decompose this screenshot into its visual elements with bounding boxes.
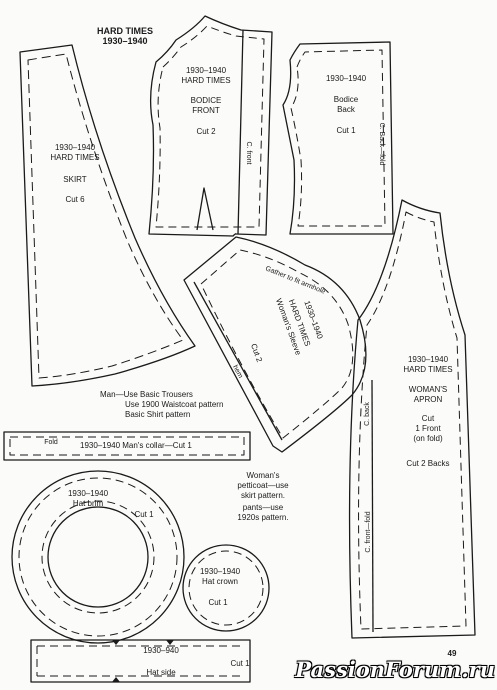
hat-side-seam-line (36, 645, 244, 677)
hat-brim-cut: Cut 1 (134, 510, 154, 519)
collar-seam-line (9, 436, 245, 456)
skirt-seam-line (27, 53, 184, 379)
woman-note-1: Woman's (246, 471, 280, 480)
sleeve-outline (183, 236, 367, 453)
bodice-front-label-2: FRONT (192, 106, 220, 115)
hat-brim-years: 1930–1940 (67, 489, 109, 498)
woman-note-3: skirt pattern. (240, 491, 285, 500)
apron-outline (348, 199, 476, 639)
bodice-front-seam-line (155, 25, 265, 228)
woman-note-5: 1920s pattern. (237, 513, 289, 522)
skirt-piece-outline (19, 44, 196, 387)
hat-brim-inner-seam (41, 500, 155, 614)
bodice-back-cut: Cut 1 (336, 126, 356, 135)
watermark: PassionForum.ru (295, 657, 495, 682)
woman-note-2: petticoat—use (237, 481, 289, 490)
page-title-years: 1930–1940 (102, 36, 148, 46)
apron-front-edge-label: C. front—fold (365, 511, 372, 553)
skirt-cut: Cut 6 (65, 195, 85, 204)
hat-brim-outer-circle (11, 470, 185, 644)
collar-fold-label: Fold (44, 439, 58, 446)
man-note-2: Use 1900 Waistcoat pattern (125, 400, 224, 409)
bodice-front-label: BODICE (190, 96, 222, 105)
sleeve-seam-line (200, 249, 354, 439)
page-title: HARD TIMES (97, 26, 153, 36)
hat-side-notches (112, 640, 174, 682)
hat-brim-name: Hat brim (72, 499, 104, 508)
bodice-front-center-line (237, 29, 244, 235)
collar-label: 1930–1940 Man's collar—Cut 1 (80, 441, 192, 450)
skirt-label: SKIRT (63, 175, 87, 184)
bodice-front-edge-label: C. front (245, 141, 252, 165)
collar-outline (3, 431, 251, 461)
apron-cut-4: Cut 2 Backs (406, 459, 450, 468)
hat-side-cut: Cut 1 (230, 659, 250, 668)
hat-crown-years: 1930–1940 (199, 567, 241, 576)
hat-crown-circle (182, 544, 270, 632)
bodice-back-edge-label: C. Back—fold (378, 122, 385, 166)
hat-side-outline (30, 639, 251, 683)
bodice-front-dart (196, 187, 214, 231)
apron-fold-line (371, 379, 374, 633)
page-number: 49 (447, 649, 457, 658)
skirt-name: HARD TIMES (50, 153, 100, 162)
skirt-years: 1930–1940 (54, 143, 96, 152)
bodice-back-name: Bodice (333, 95, 359, 104)
apron-years: 1930–1940 (407, 355, 449, 364)
bodice-back-outline (282, 41, 394, 235)
hat-brim-inner-circle (47, 506, 149, 608)
bodice-back-years: 1930–1940 (325, 74, 367, 83)
hat-side-name: Hat side (146, 668, 176, 677)
apron-cut-2: 1 Front (415, 424, 441, 433)
bodice-front-cut: Cut 2 (196, 127, 216, 136)
hat-brim-outer-seam (18, 477, 178, 637)
apron-cut-1: Cut (421, 414, 435, 423)
hat-crown-name: Hat crown (201, 577, 238, 586)
apron-label-2: APRON (413, 395, 443, 404)
apron-cut-3: (on fold) (413, 434, 443, 443)
hat-crown-cut: Cut 1 (208, 598, 228, 607)
man-note-3: Basic Shirt pattern (125, 410, 191, 419)
apron-label: WOMAN'S (408, 385, 448, 394)
hat-side-years: 1930–940 (143, 646, 179, 655)
apron-back-edge-label: C. back (364, 402, 371, 426)
sleeve-hem-line (193, 281, 283, 441)
bodice-front-outline (148, 15, 273, 237)
bodice-front-years: 1930–1940 (185, 66, 227, 75)
hat-crown-seam (188, 550, 264, 626)
bodice-back-name-2: Back (337, 105, 355, 114)
bodice-front-name: HARD TIMES (181, 76, 231, 85)
bodice-back-seam-line (290, 49, 386, 227)
woman-note-4: pants—use (242, 503, 284, 512)
apron-name: HARD TIMES (403, 365, 453, 374)
apron-seam-line (358, 211, 467, 630)
man-note-1: Man—Use Basic Trousers (100, 390, 193, 399)
